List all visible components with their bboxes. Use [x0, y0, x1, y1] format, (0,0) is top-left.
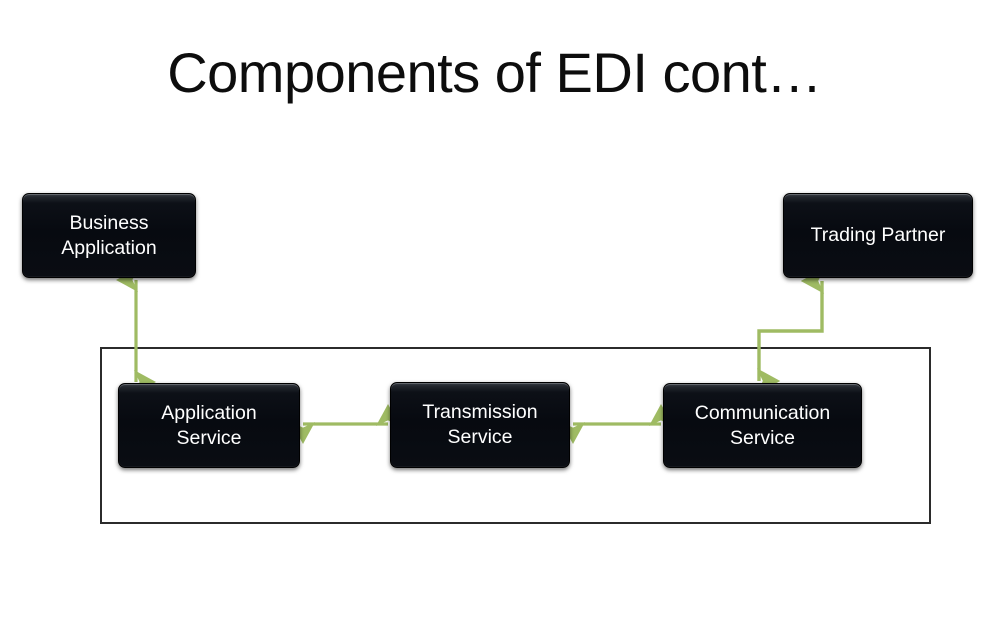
node-communication-service[interactable]: Communication Service: [663, 383, 862, 468]
node-trading-partner[interactable]: Trading Partner: [783, 193, 973, 278]
node-business-application-label: Business Application: [61, 211, 157, 259]
edi-translator-group-outline: [100, 347, 931, 524]
node-application-service-label: Application Service: [161, 401, 257, 449]
page-title: Components of EDI cont…: [167, 41, 822, 104]
node-business-application[interactable]: Business Application: [22, 193, 196, 278]
node-application-service[interactable]: Application Service: [118, 383, 300, 468]
node-communication-service-label: Communication Service: [694, 401, 831, 449]
node-trading-partner-label: Trading Partner: [810, 224, 946, 246]
node-transmission-service-label: Transmission Service: [422, 401, 538, 448]
node-transmission-service[interactable]: Transmission Service: [390, 382, 570, 468]
